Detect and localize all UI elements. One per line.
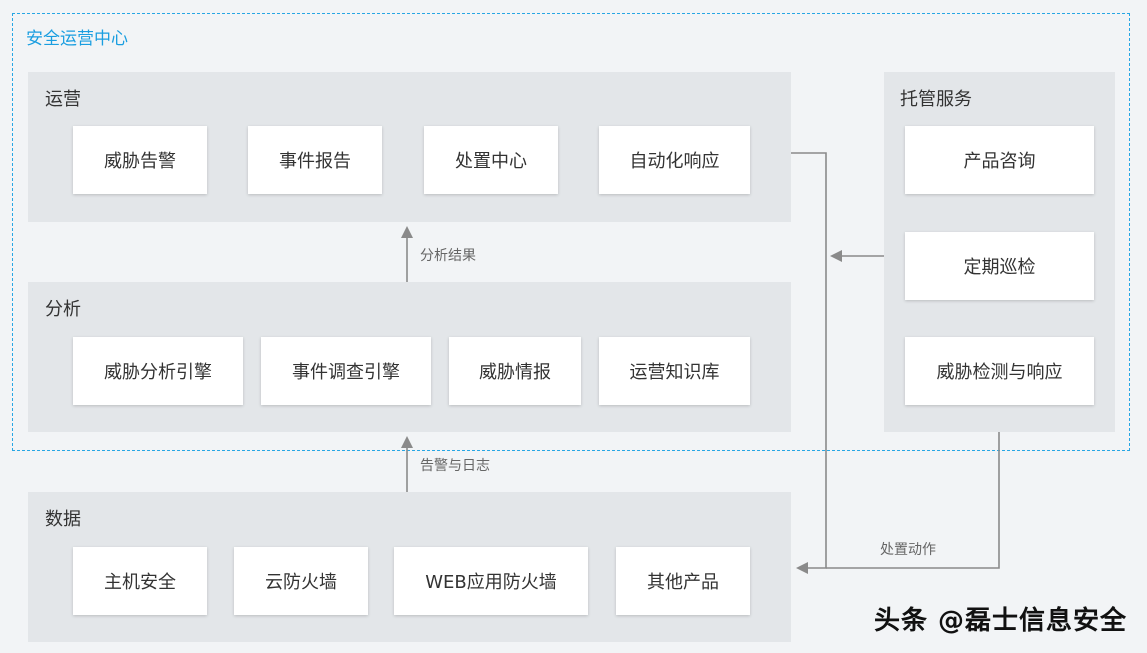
analysis-item-threat-analysis-engine: 威胁分析引擎	[73, 337, 243, 405]
managed-item-product-consulting: 产品咨询	[905, 126, 1094, 194]
data-item-cloud-firewall: 云防火墙	[234, 547, 368, 615]
analysis-panel-title: 分析	[45, 299, 81, 320]
analysis-item-operations-knowledge-base: 运营知识库	[599, 337, 750, 405]
operations-item-threat-alert: 威胁告警	[73, 126, 207, 194]
frame-title: 安全运营中心	[26, 29, 128, 49]
data-item-host-security: 主机安全	[73, 547, 207, 615]
operations-panel-title: 运营	[45, 89, 81, 110]
flow-label-disposal-action: 处置动作	[880, 542, 936, 558]
security-operations-center-frame	[12, 13, 1130, 451]
analysis-item-incident-investigation-engine: 事件调查引擎	[261, 337, 431, 405]
data-panel-title: 数据	[45, 509, 81, 530]
managed-item-threat-detection-response: 威胁检测与响应	[905, 337, 1094, 405]
flow-label-analysis-result: 分析结果	[420, 248, 476, 264]
flow-label-alerts-and-logs: 告警与日志	[420, 458, 490, 474]
operations-item-disposal-center: 处置中心	[424, 126, 558, 194]
data-item-web-application-firewall: WEB应用防火墙	[394, 547, 588, 615]
operations-item-incident-report: 事件报告	[248, 126, 382, 194]
arrowhead-into-data	[796, 562, 808, 574]
watermark: 头条 @磊士信息安全	[873, 606, 1127, 636]
operations-item-automated-response: 自动化响应	[599, 126, 750, 194]
analysis-item-threat-intelligence: 威胁情报	[449, 337, 581, 405]
data-item-other-products: 其他产品	[616, 547, 750, 615]
managed-services-panel-title: 托管服务	[900, 89, 972, 110]
managed-item-periodic-inspection: 定期巡检	[905, 232, 1094, 300]
